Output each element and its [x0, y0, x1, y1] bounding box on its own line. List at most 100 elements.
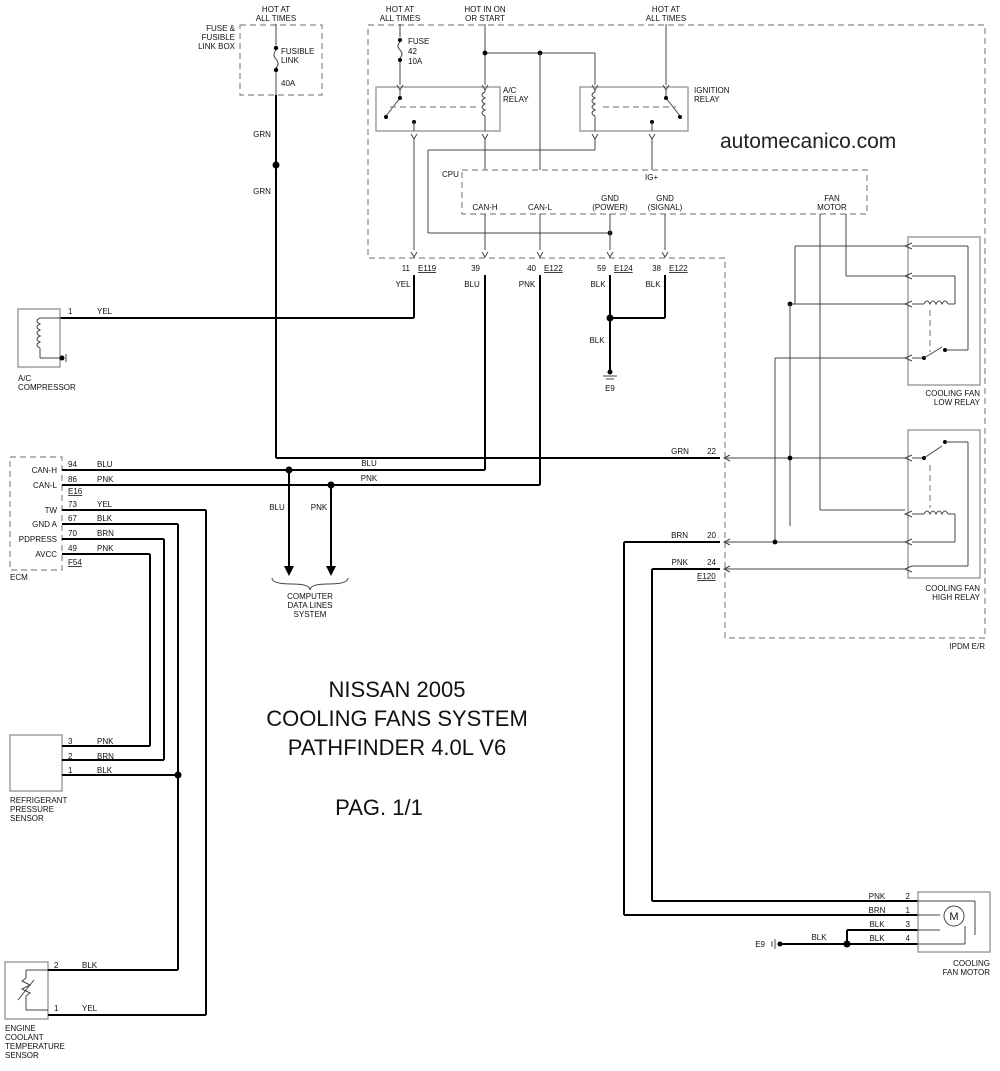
fan-ground-wire-blk: BLK	[811, 933, 827, 942]
ecm-terminal-label: CAN-H	[32, 466, 58, 475]
fan-ground-e9: E9	[755, 940, 765, 949]
coolant-sensor-wire-blk: BLK	[82, 961, 98, 970]
fuse-42-number: 42	[408, 47, 417, 56]
ipdm-conn-e122: E122	[544, 264, 563, 273]
wire-label-blk-ground: BLK	[589, 336, 605, 345]
data-lines-label-2: DATA LINES	[287, 601, 332, 610]
data-lines-brace	[271, 577, 349, 591]
cpu-can-l-label: CAN-L	[528, 203, 553, 212]
compressor-wire-yel: YEL	[97, 307, 113, 316]
ecm-terminal-label: PDPRESS	[19, 535, 57, 544]
cpu-label: CPU	[442, 170, 459, 179]
hot-at-all-times-right-2: ALL TIMES	[646, 14, 686, 23]
compressor-pin-1: 1	[68, 307, 73, 316]
fuse-box-title-3: LINK BOX	[198, 42, 236, 51]
coolant-sensor-label-1: ENGINE	[5, 1024, 36, 1033]
fan-motor-symbol: M	[949, 911, 958, 923]
fusible-link-label-1: FUSIBLE	[281, 47, 314, 56]
coolant-sensor-pin-2: 2	[54, 961, 59, 970]
wire-label-grn-upper: GRN	[253, 130, 271, 139]
pressure-sensor-label-2: PRESSURE	[10, 805, 54, 814]
ecm-terminal-label: AVCC	[35, 550, 57, 559]
ipdm-pin-40: 40	[527, 264, 536, 273]
high-relay-switch-icon	[923, 445, 943, 459]
ecm-conn-f54: F54	[68, 558, 82, 567]
fan-motor-wire-brn: BRN	[869, 906, 886, 915]
ground-e9-label: E9	[605, 384, 615, 393]
ecm-box	[9, 456, 63, 571]
wire-label-grn-lower: GRN	[253, 187, 271, 196]
wire-label-pnk: PNK	[519, 280, 536, 289]
wire-label-brn-20: BRN	[671, 531, 688, 540]
fan-motor-pin-4: 4	[906, 934, 911, 943]
ecm-pin-number: 73	[68, 500, 77, 509]
high-relay-label-1: COOLING FAN	[925, 584, 980, 593]
data-lines-label-1: COMPUTER	[287, 592, 333, 601]
fuse-box-title-1: FUSE &	[206, 24, 236, 33]
fan-motor-label-2: FAN MOTOR	[943, 968, 991, 977]
ipdm-pin-38: 38	[652, 264, 661, 273]
fan-motor-pin-2: 2	[906, 892, 911, 901]
hot-in-on-start-1: HOT IN ON	[464, 5, 505, 14]
ecm-pin-number: 67	[68, 514, 77, 523]
coolant-sensor-label-2: COOLANT	[5, 1033, 44, 1042]
ipdm-pin-20: 20	[707, 531, 716, 540]
pressure-sensor-pin-1: 1	[68, 766, 73, 775]
fuse-box-outline	[239, 24, 323, 96]
fuse-42-rating: 10A	[408, 57, 423, 66]
ecm-terminal-label: GND A	[32, 520, 58, 529]
pressure-sensor-wire-pnk: PNK	[97, 737, 114, 746]
coolant-sensor-wire-yel: YEL	[82, 1004, 98, 1013]
fan-motor-wire-blk-3: BLK	[869, 920, 885, 929]
fusible-link-label-2: LINK	[281, 56, 299, 65]
wire-label-blk-59: BLK	[590, 280, 606, 289]
hot-at-all-times-mid-2: ALL TIMES	[380, 14, 420, 23]
title-line-2: COOLING FANS SYSTEM	[266, 706, 528, 731]
ecm-terminal-label: CAN-L	[33, 481, 58, 490]
pressure-sensor-wire-blk: BLK	[97, 766, 113, 775]
low-relay-label-1: COOLING FAN	[925, 389, 980, 398]
ipdm-pin-59: 59	[597, 264, 606, 273]
hot-at-all-times-right-1: HOT AT	[652, 5, 680, 14]
fuse-42-icon	[397, 41, 403, 59]
ac-relay-coil-icon	[481, 91, 487, 117]
low-relay-box	[907, 236, 981, 386]
cpu-gnd-power-1: GND	[601, 194, 619, 203]
website-watermark: automecanico.com	[720, 130, 896, 153]
pressure-sensor-label-1: REFRIGERANT	[10, 796, 67, 805]
fan-motor-pin-3: 3	[906, 920, 911, 929]
fusible-link-rating: 40A	[281, 79, 296, 88]
low-relay-label-2: LOW RELAY	[934, 398, 981, 407]
coolant-sensor-pin-1: 1	[54, 1004, 59, 1013]
hot-at-all-times-mid-1: HOT AT	[386, 5, 414, 14]
thermistor-icon	[20, 977, 32, 997]
ignition-relay-box	[579, 86, 689, 132]
data-line-pnk: PNK	[311, 503, 328, 512]
ipdm-conn-e119: E119	[418, 264, 437, 273]
fan-motor-icon	[943, 905, 965, 927]
ac-relay-box	[375, 86, 501, 132]
fuse-42-label: FUSE	[408, 37, 429, 46]
page-number: PAG. 1/1	[335, 795, 423, 820]
cpu-ig-label: IG+	[645, 173, 658, 182]
pressure-sensor-wire-brn: BRN	[97, 752, 114, 761]
pressure-sensor-label-3: SENSOR	[10, 814, 44, 823]
ipdm-pin-39: 39	[471, 264, 480, 273]
wire-label-blk-38: BLK	[645, 280, 661, 289]
hot-in-on-start-2: OR START	[465, 14, 505, 23]
cpu-gnd-power-2: (POWER)	[592, 203, 628, 212]
data-line-blu: BLU	[269, 503, 285, 512]
pressure-sensor-pin-3: 3	[68, 737, 73, 746]
wire-label-grn-right: GRN	[671, 447, 689, 456]
ignition-relay-label-1: IGNITION	[694, 86, 730, 95]
can-h-wire-label: BLU	[361, 459, 377, 468]
ac-relay-label-1: A/C	[503, 86, 517, 95]
high-relay-box	[907, 429, 981, 579]
ipdm-pin-11: 11	[402, 264, 411, 273]
coolant-sensor-label-4: SENSOR	[5, 1051, 39, 1060]
fusible-link-icon	[273, 49, 279, 69]
wire-label-blu: BLU	[464, 280, 480, 289]
cpu-fan-motor-1: FAN	[824, 194, 840, 203]
cpu-can-h-label: CAN-H	[472, 203, 498, 212]
